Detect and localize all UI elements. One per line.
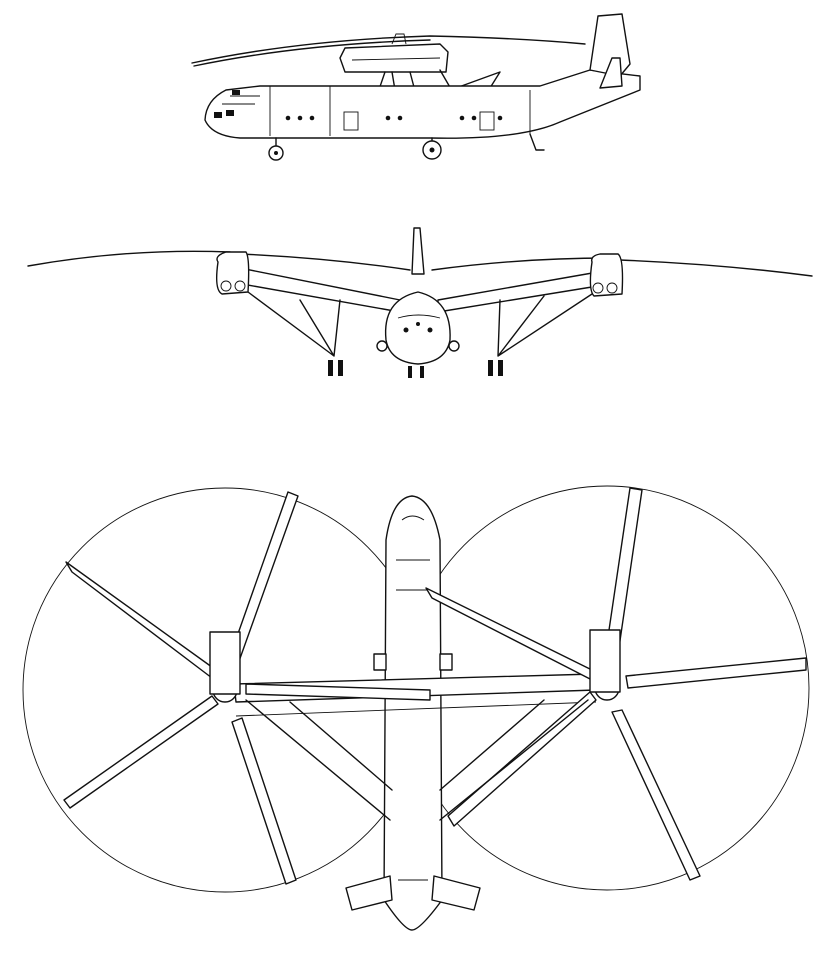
- side-view: [191, 13, 641, 161]
- front-view: [27, 227, 813, 378]
- top-view: [22, 485, 810, 931]
- right-rotor-blades: [425, 487, 807, 881]
- left-rotor-blades: [63, 491, 431, 885]
